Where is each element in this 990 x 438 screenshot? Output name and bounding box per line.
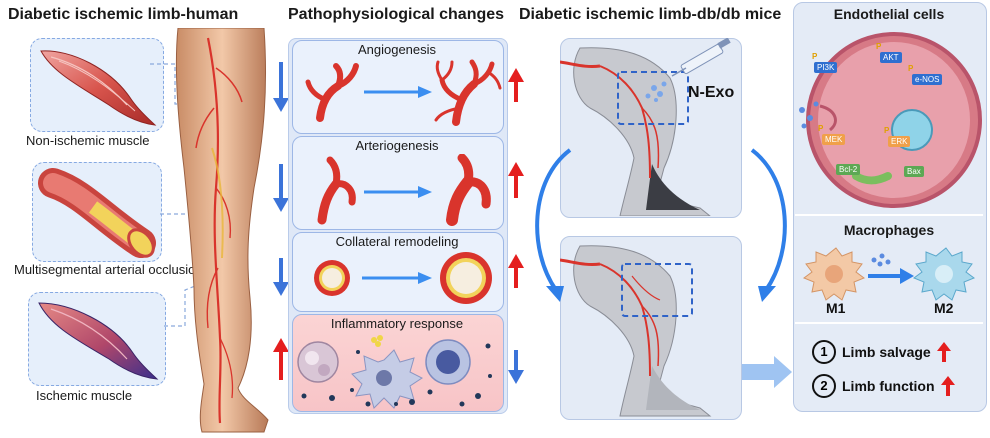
collateral-down-arrow <box>273 258 289 296</box>
occlusion-box <box>32 162 162 262</box>
angiogenesis-down-arrow <box>273 62 289 112</box>
treatment-label: N-Exo <box>688 84 735 101</box>
phospho-label-1: P <box>812 52 818 61</box>
protein-mek: MEK <box>822 134 846 145</box>
endothelial-title: Endothelial cells <box>833 6 945 22</box>
inflammatory-title: Inflammatory response <box>330 316 464 331</box>
outcome-arrow <box>742 356 792 388</box>
header-human: Diabetic ischemic limb-human <box>8 6 239 23</box>
occlusion-label: Multisegmental arterial occlusion <box>14 262 203 277</box>
ischemic-label: Ischemic muscle <box>36 388 133 403</box>
collateral-up-arrow <box>508 254 524 288</box>
outcome-label-2: Limb function <box>842 378 935 394</box>
inflammatory-up-arrow <box>273 338 289 380</box>
divider-2 <box>795 322 983 324</box>
collateral-title: Collateral remodeling <box>335 234 459 249</box>
angiogenesis-title: Angiogenesis <box>357 42 437 57</box>
cycle-arrows <box>535 148 787 302</box>
occluded-artery-icon <box>38 168 156 258</box>
angiogenesis-up-arrow <box>508 68 524 102</box>
divider-1 <box>795 214 983 216</box>
protein-bcl2: Bcl-2 <box>836 164 861 175</box>
m2-macrophage-icon <box>912 247 976 301</box>
protein-enos: e-NOS <box>912 74 943 85</box>
ischemic-muscle-icon <box>38 302 159 380</box>
arteriogenesis-title: Arteriogenesis <box>355 138 439 153</box>
mouse-limb-treated-illustration <box>560 245 712 417</box>
arteriogenesis-down-arrow <box>273 164 289 212</box>
human-leg-illustration <box>175 28 269 433</box>
human-trend-arrows <box>273 62 289 380</box>
non-ischemic-muscle-box <box>30 38 164 132</box>
macrophage-polarization-illustration <box>802 247 976 301</box>
header-mice: Diabetic ischemic limb-db/db mice <box>519 6 782 23</box>
arteriogenesis-up-arrow <box>508 162 524 198</box>
outcome-number-1: 1 <box>812 340 836 364</box>
protein-bax: Bax <box>904 166 924 177</box>
m2-label: M2 <box>934 300 954 316</box>
limb-function-up-arrow-icon <box>940 376 955 396</box>
angiogenesis-vessels <box>305 59 502 126</box>
limb-salvage-up-arrow-icon <box>936 342 951 362</box>
syringe-icon <box>671 38 731 77</box>
phospho-label-2: P <box>876 42 882 51</box>
inflammatory-cells <box>297 335 492 409</box>
protein-erk: ERK <box>888 136 911 147</box>
outcome-limb-function: 2 Limb function <box>812 374 955 398</box>
arteriogenesis-vessels <box>317 154 491 226</box>
m1-macrophage-icon <box>802 247 866 301</box>
ischemic-muscle-box <box>28 292 166 386</box>
outcome-number-2: 2 <box>812 374 836 398</box>
m1-label: M1 <box>826 300 846 316</box>
non-ischemic-muscle-icon <box>40 50 157 126</box>
protein-pi3k: PI3K <box>814 62 838 73</box>
phospho-label-4: P <box>818 124 824 133</box>
outcome-label-1: Limb salvage <box>842 344 931 360</box>
protein-akt: AKT <box>880 52 902 63</box>
phospho-label-3: P <box>908 64 914 73</box>
inflammatory-down-arrow <box>508 350 524 384</box>
collateral-rings <box>314 252 492 304</box>
non-ischemic-label: Non-ischemic muscle <box>26 133 150 148</box>
header-patho: Pathophysiological changes <box>288 6 505 23</box>
mice-trend-arrows <box>508 68 524 384</box>
panel-angiogenesis <box>292 40 504 134</box>
outcome-limb-salvage: 1 Limb salvage <box>812 340 951 364</box>
macrophages-title: Macrophages <box>843 222 935 238</box>
mouse-limb-ischemic-illustration <box>560 38 731 216</box>
phospho-label-5: P <box>884 126 890 135</box>
